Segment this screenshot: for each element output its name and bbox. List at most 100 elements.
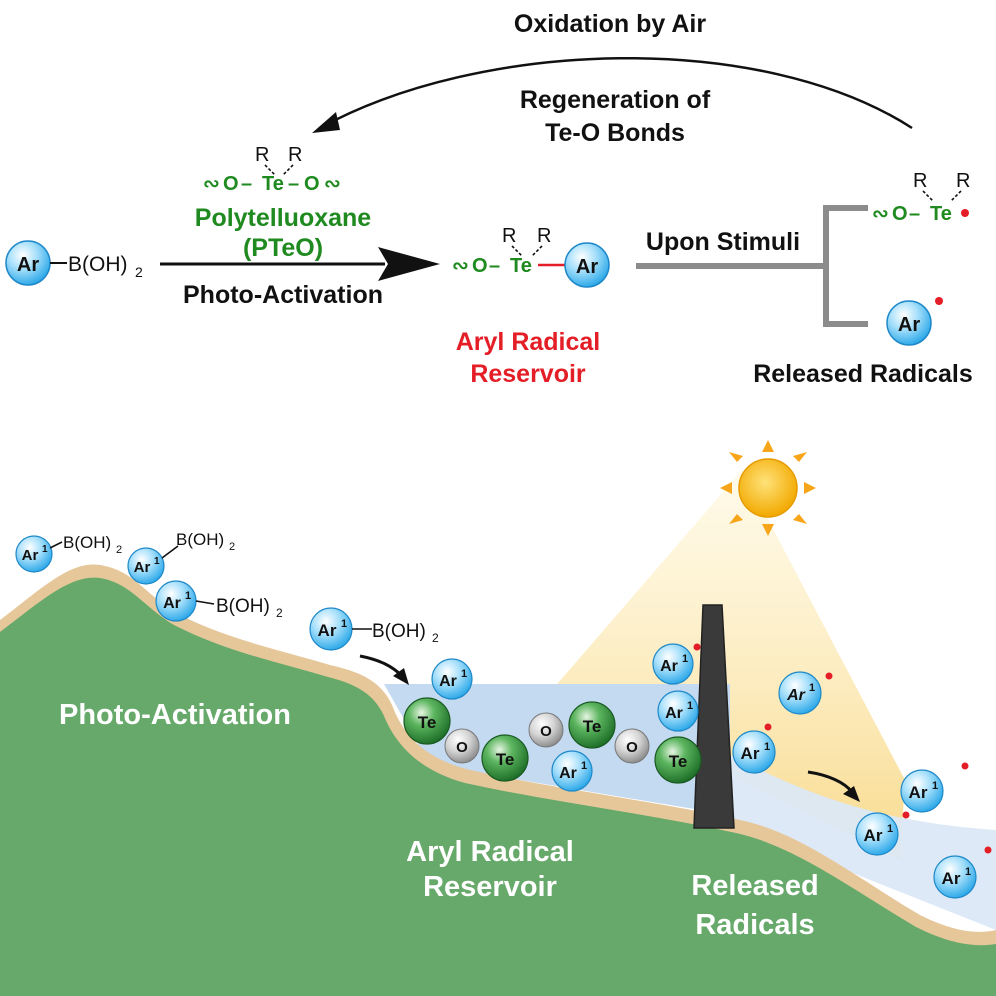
- product-aryl-sphere: [564, 242, 610, 288]
- dam-aryl-1-label: Ar: [660, 658, 678, 675]
- te-sphere-4: [654, 736, 702, 784]
- tellurium-center: Te: [262, 173, 284, 195]
- activation-label: Photo-Activation: [59, 699, 291, 731]
- cycle-title: Oxidation by Air: [514, 10, 706, 38]
- released-aryl-3-sup: 1: [965, 866, 971, 878]
- released-aryl-2-dot: [902, 811, 910, 819]
- dam-aryl-3: [732, 730, 776, 774]
- o-label-2: O: [540, 723, 552, 740]
- o-sphere-2: [528, 712, 564, 748]
- r-group-right: R: [288, 144, 302, 166]
- reservoir-aryl-top-sup: 1: [461, 668, 467, 680]
- te-sphere-1: [403, 697, 451, 745]
- boron-bond-2: [161, 545, 179, 559]
- boronic-acid-subscript: 2: [135, 264, 143, 280]
- o-label-1: O: [456, 739, 468, 756]
- bond-right: –: [288, 173, 299, 195]
- te-label-3: Te: [583, 717, 602, 736]
- radical-tellurium: Te: [930, 203, 952, 225]
- te-label-2: Te: [496, 750, 515, 769]
- product-bond-o-te: –: [489, 255, 500, 277]
- boron-bond-3: [195, 600, 215, 605]
- entry-arrow: [359, 654, 404, 678]
- radical-wave: ∾: [872, 203, 889, 225]
- wave-left: ∾: [203, 173, 220, 195]
- boronic-acid-1: Ar 1 B(OH) 2: [15, 533, 122, 573]
- te-label-4: Te: [669, 752, 688, 771]
- wave-right: ∾: [324, 173, 341, 195]
- aryl-tellurium-product: R R ∾ O – Te Ar: [452, 225, 610, 288]
- boron-bond-1: [49, 541, 63, 549]
- exit-arrowhead: [843, 786, 860, 802]
- released-radicals-label: Released Radicals: [753, 360, 973, 388]
- floating-aryl-label: Ar: [786, 687, 806, 704]
- o-label-3: O: [626, 739, 638, 756]
- dam-aryl-1-sup: 1: [682, 653, 688, 665]
- boronic-acid-2: Ar 1 B(OH) 2: [127, 530, 235, 585]
- product-r-right: R: [537, 225, 551, 247]
- dam-aryl-3-sup: 1: [764, 741, 770, 753]
- released-aryl-1-label: Ar: [909, 783, 928, 802]
- bond-left: –: [241, 173, 252, 195]
- released-aryl-3-dot: [984, 846, 992, 854]
- dam-aryl-3-label: Ar: [741, 744, 760, 763]
- released-aryl-3-label: Ar: [942, 869, 961, 888]
- stimuli-label: Upon Stimuli: [646, 228, 800, 256]
- aryl-radical-group-dam: Ar 1 Ar 1 Ar 1 Ar 1: [652, 643, 833, 774]
- reservoir-label-2: Reservoir: [423, 871, 557, 903]
- product-aryl-label: Ar: [576, 256, 598, 278]
- aryl1-sphere: [15, 535, 53, 573]
- reservoir-water: [384, 684, 730, 815]
- radical-r-left: R: [913, 170, 927, 192]
- entry-arrowhead: [393, 668, 409, 685]
- aryl1-superscript: 1: [42, 544, 48, 555]
- aryl3-label: Ar: [163, 595, 181, 612]
- oxygen-left: O: [223, 173, 239, 195]
- boronic-sub-3: 2: [276, 606, 283, 620]
- floating-aryl: [778, 671, 822, 715]
- released-label-1: Released: [691, 870, 818, 902]
- released-aryl-2-sup: 1: [887, 823, 893, 835]
- boronic-sub-4: 2: [432, 631, 439, 645]
- released-aryl-1-sup: 1: [932, 780, 938, 792]
- radical-oxygen: O: [892, 203, 908, 225]
- aryl-radical: Ar: [886, 297, 943, 346]
- oxidation-arrowhead: [312, 112, 340, 133]
- product-r-bond-left: [511, 245, 523, 257]
- sunlight-beam: [552, 470, 905, 860]
- o-sphere-3: [614, 728, 650, 764]
- floating-aryl-dot: [825, 672, 833, 680]
- radical-r-bond-right: [950, 190, 962, 202]
- reagent-aryl-boronic-acid: Ar B(OH) 2: [5, 240, 143, 286]
- aryl2-superscript: 1: [154, 556, 160, 567]
- green-hill: [0, 577, 996, 996]
- radical-dot: [961, 209, 969, 217]
- released-aryl-2: [855, 812, 899, 856]
- product-label-2: Reservoir: [470, 360, 586, 388]
- cycle-subtitle-1: Regeneration of: [520, 86, 711, 114]
- reservoir-aryl-top-label: Ar: [439, 673, 457, 690]
- boronic-label-3: B(OH): [216, 596, 270, 617]
- dam-aryl-3-dot: [764, 723, 772, 731]
- boronic-label-2: B(OH): [176, 530, 224, 549]
- boronic-acid-3: Ar 1 B(OH) 2: [155, 580, 283, 622]
- aryl2-label: Ar: [134, 559, 151, 576]
- downstream-water: [700, 740, 996, 930]
- oxidation-arrow: [319, 57, 913, 130]
- aryl-label: Ar: [17, 254, 39, 276]
- aryl-radical-sphere: [886, 300, 932, 346]
- radical-r-bond-left: [922, 190, 934, 202]
- radical-r-right: R: [956, 170, 970, 192]
- o-sphere-1: [444, 728, 480, 764]
- tellurium-radical: R R ∾ O – Te: [872, 170, 970, 225]
- aryl3-superscript: 1: [185, 590, 191, 602]
- aryl-radical-dot: [935, 297, 943, 305]
- reservoir-aryl-bottom-label: Ar: [559, 765, 577, 782]
- product-tellurium: Te: [510, 255, 532, 277]
- r-group-left: R: [255, 144, 269, 166]
- released-label-2: Radicals: [695, 909, 814, 941]
- oxygen-right: O: [304, 173, 320, 195]
- reservoir-aryl-top: [431, 658, 473, 700]
- released-aryl-2-label: Ar: [864, 826, 883, 845]
